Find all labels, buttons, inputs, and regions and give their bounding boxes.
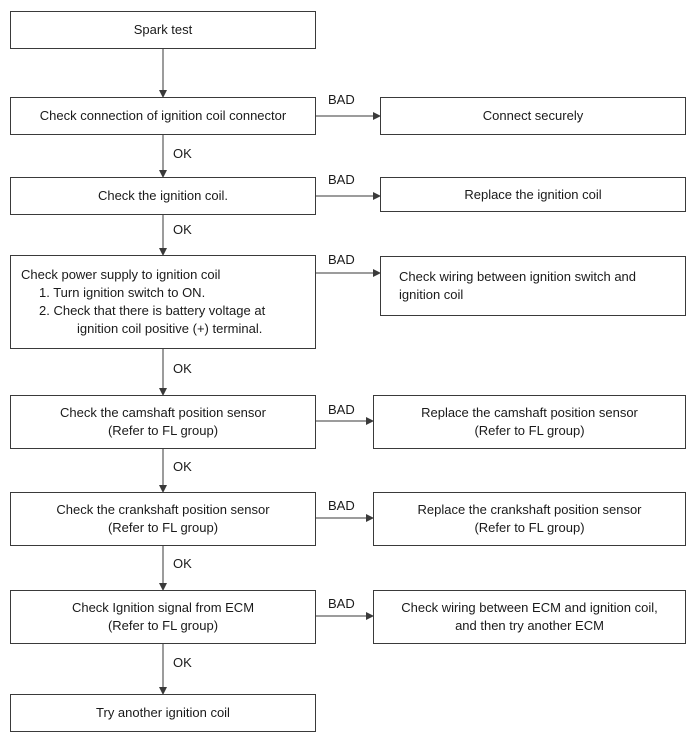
action-text: Replace the crankshaft position sensor xyxy=(417,502,642,517)
action-box-replace-camshaft-sensor: Replace the camshaft position sensor (Re… xyxy=(373,395,686,449)
step-text: Check connection of ignition coil connec… xyxy=(39,108,287,123)
step-text: (Refer to FL group) xyxy=(107,423,219,438)
action-text: ignition coil xyxy=(399,287,464,302)
action-box-replace-crankshaft-sensor: Replace the crankshaft position sensor (… xyxy=(373,492,686,546)
step-box-check-camshaft-sensor: Check the camshaft position sensor (Refe… xyxy=(10,395,316,449)
ok-label: OK xyxy=(173,556,192,571)
step-text: (Refer to FL group) xyxy=(107,618,219,633)
action-text: Connect securely xyxy=(482,108,584,123)
bad-label: BAD xyxy=(328,252,355,267)
step-box-spark-test: Spark test xyxy=(10,11,316,49)
step-text: Spark test xyxy=(133,22,193,37)
step-box-check-connector: Check connection of ignition coil connec… xyxy=(10,97,316,135)
bad-label: BAD xyxy=(328,172,355,187)
step-box-check-power-supply: Check power supply to ignition coil 1. T… xyxy=(10,255,316,349)
step-text: (Refer to FL group) xyxy=(107,520,219,535)
bad-label: BAD xyxy=(328,402,355,417)
action-text: Check wiring between ECM and ignition co… xyxy=(401,600,658,615)
step-box-check-ignition-coil: Check the ignition coil. xyxy=(10,177,316,215)
ok-label: OK xyxy=(173,361,192,376)
action-text: and then try another ECM xyxy=(455,618,604,633)
bad-label: BAD xyxy=(328,92,355,107)
step-text: Try another ignition coil xyxy=(96,705,230,720)
step-box-try-another-ignition-coil: Try another ignition coil xyxy=(10,694,316,732)
ok-label: OK xyxy=(173,146,192,161)
step-substep: 1. Turn ignition switch to ON. xyxy=(39,285,206,300)
bad-label: BAD xyxy=(328,596,355,611)
action-box-check-wiring-ecm: Check wiring between ECM and ignition co… xyxy=(373,590,686,644)
action-box-connect-securely: Connect securely xyxy=(380,97,686,135)
bad-label: BAD xyxy=(328,498,355,513)
ok-label: OK xyxy=(173,459,192,474)
step-text: Check the ignition coil. xyxy=(97,188,229,203)
action-text: Replace the ignition coil xyxy=(464,186,602,202)
step-text: Check the camshaft position sensor xyxy=(60,405,266,420)
action-text: Check wiring between ignition switch and xyxy=(399,269,637,284)
action-box-check-wiring-ignition-switch: Check wiring between ignition switch and… xyxy=(380,256,686,316)
action-text: Replace the camshaft position sensor xyxy=(421,405,638,420)
step-substep: ignition coil positive (+) terminal. xyxy=(77,321,263,336)
step-box-check-crankshaft-sensor: Check the crankshaft position sensor (Re… xyxy=(10,492,316,546)
step-text: Check Ignition signal from ECM xyxy=(71,600,255,615)
action-text: (Refer to FL group) xyxy=(474,423,585,438)
step-text: Check power supply to ignition coil xyxy=(21,267,221,282)
step-text: Check the crankshaft position sensor xyxy=(56,502,270,517)
action-box-replace-ignition-coil: Replace the ignition coil xyxy=(380,177,686,212)
ok-label: OK xyxy=(173,655,192,670)
step-substep: 2. Check that there is battery voltage a… xyxy=(39,303,266,318)
action-text: (Refer to FL group) xyxy=(474,520,585,535)
ok-label: OK xyxy=(173,222,192,237)
step-box-check-ignition-signal-ecm: Check Ignition signal from ECM (Refer to… xyxy=(10,590,316,644)
